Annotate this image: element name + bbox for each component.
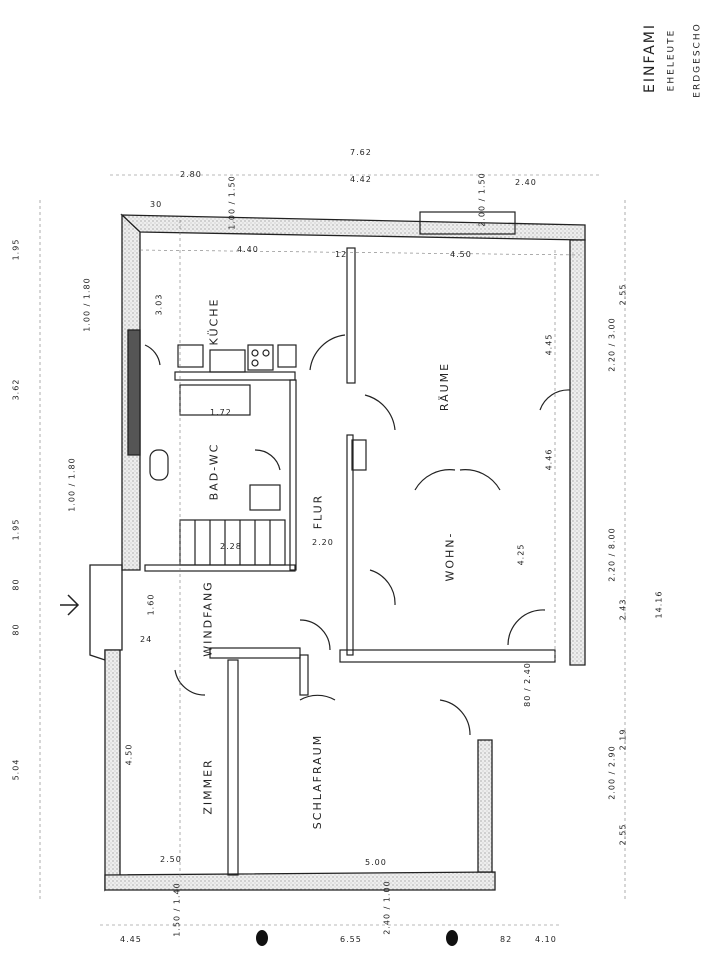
title-text: EINFAMI — [642, 23, 658, 93]
dim-window-left-2: 1.00 / 1.80 — [67, 457, 77, 512]
dim-stair: 2.28 — [220, 542, 242, 551]
dim-bedroom-width: 5.00 — [365, 858, 387, 867]
dim-right-2: 2.43 — [618, 598, 628, 621]
kitchen-stove — [247, 344, 274, 371]
dim-wall-12: 12 — [335, 250, 348, 259]
window-top-right — [419, 211, 516, 235]
room-label-bedroom: SCHLAFRAUM — [311, 733, 325, 830]
dim-bottom-1: 4.45 — [120, 935, 142, 944]
dim-bottom-2: 6.55 — [340, 935, 362, 944]
dim-window-left-1: 1.00 / 1.80 — [82, 277, 92, 332]
wall-vestibule — [209, 647, 301, 659]
kitchen-sink — [209, 349, 246, 373]
wall-hall-living — [346, 434, 354, 656]
dim-window-right-3: 2.00 / 2.90 — [607, 745, 617, 800]
wall-room-bedroom — [227, 659, 239, 876]
dim-top-b: 4.42 — [350, 175, 372, 184]
bedroom-right-wall — [477, 739, 493, 873]
dim-top-a: 2.80 — [180, 170, 202, 179]
dim-left-2: 3.62 — [11, 378, 21, 401]
washbasin — [249, 484, 281, 511]
dim-room-height: 4.50 — [124, 743, 134, 766]
title-line-2: ERDGESCHO — [692, 22, 703, 98]
dim-bottom-3: 4.10 — [535, 935, 557, 944]
dim-window-right-2: 2.20 / 8.00 — [607, 527, 617, 582]
room-label-bath: BAD-WC — [207, 442, 221, 501]
dim-left-4: 80 — [11, 578, 21, 591]
room-label-room: ZIMMER — [201, 758, 215, 815]
kitchen-fridge — [177, 344, 204, 368]
dim-door-a: 80 / 2.40 — [522, 662, 532, 707]
dim-kitchen-width: 4.40 — [237, 245, 259, 254]
stair — [179, 519, 286, 566]
room-label-kitchen: KÜCHE — [207, 297, 221, 346]
room-label-vestibule: WINDFANG — [201, 580, 215, 657]
dim-living-h3: 4.25 — [516, 543, 526, 566]
dim-living-width: 4.50 — [450, 250, 472, 259]
room-label-living: WOHN- — [443, 531, 457, 582]
wall-bath-top — [174, 371, 296, 381]
title-line-1: EHELEUTE — [666, 28, 677, 92]
dim-window-b: 2.00 / 1.50 — [477, 172, 487, 227]
dim-top-total: 7.62 — [350, 148, 372, 157]
dim-right-4: 2.55 — [618, 823, 628, 846]
dim-left-1: 1.95 — [11, 238, 21, 261]
wall-living-bottom — [339, 649, 556, 663]
outer-wall-bottom — [104, 871, 496, 891]
dim-bath-width: 1.72 — [210, 408, 232, 417]
dim-room-width: 2.50 — [160, 855, 182, 864]
dim-kitchen-height: 3.03 — [154, 293, 164, 316]
dim-left-3: 1.95 — [11, 518, 21, 541]
dim-bottom-4: 82 — [500, 935, 513, 944]
entrance-bump — [89, 564, 123, 661]
dim-right-1: 2.55 — [618, 283, 628, 306]
dim-wall-24: 24 — [140, 635, 153, 644]
kitchen-cabinet — [277, 344, 297, 368]
room-label-hall: FLUR — [311, 493, 325, 530]
room-label-living-2: RÄUME — [438, 361, 452, 412]
chimney-living — [351, 439, 367, 471]
dim-window-c: 2.40 / 1.00 — [382, 880, 392, 935]
dim-window-right-1: 2.20 / 3.00 — [607, 317, 617, 372]
dim-hall-width: 2.20 — [312, 538, 334, 547]
dim-window-d: 1.50 / 1.40 — [172, 882, 182, 937]
dim-living-h1: 4.45 — [544, 333, 554, 356]
wall-stair — [144, 564, 296, 572]
entrance-arrow — [60, 594, 80, 616]
wall-kitchen-living — [346, 247, 356, 384]
outer-wall-right — [569, 239, 586, 666]
kitchen-chimney — [127, 329, 141, 456]
dim-top-c: 2.40 — [515, 178, 537, 187]
dim-living-h2: 4.46 — [544, 448, 554, 471]
toilet — [149, 449, 169, 481]
dim-right-3: 2.19 — [618, 728, 628, 751]
dim-window-a: 1.00 / 1.50 — [227, 175, 237, 230]
dim-right-total: 14.16 — [654, 590, 664, 619]
dim-vestibule-height: 1.60 — [146, 593, 156, 616]
dim-left-6: 5.04 — [11, 758, 21, 781]
dim-wall-30: 30 — [150, 200, 163, 209]
wall-hall-left — [289, 379, 297, 571]
dim-left-5: 80 — [11, 623, 21, 636]
outer-wall-left-lower — [104, 649, 121, 892]
wall-bedroom-top — [299, 654, 309, 696]
